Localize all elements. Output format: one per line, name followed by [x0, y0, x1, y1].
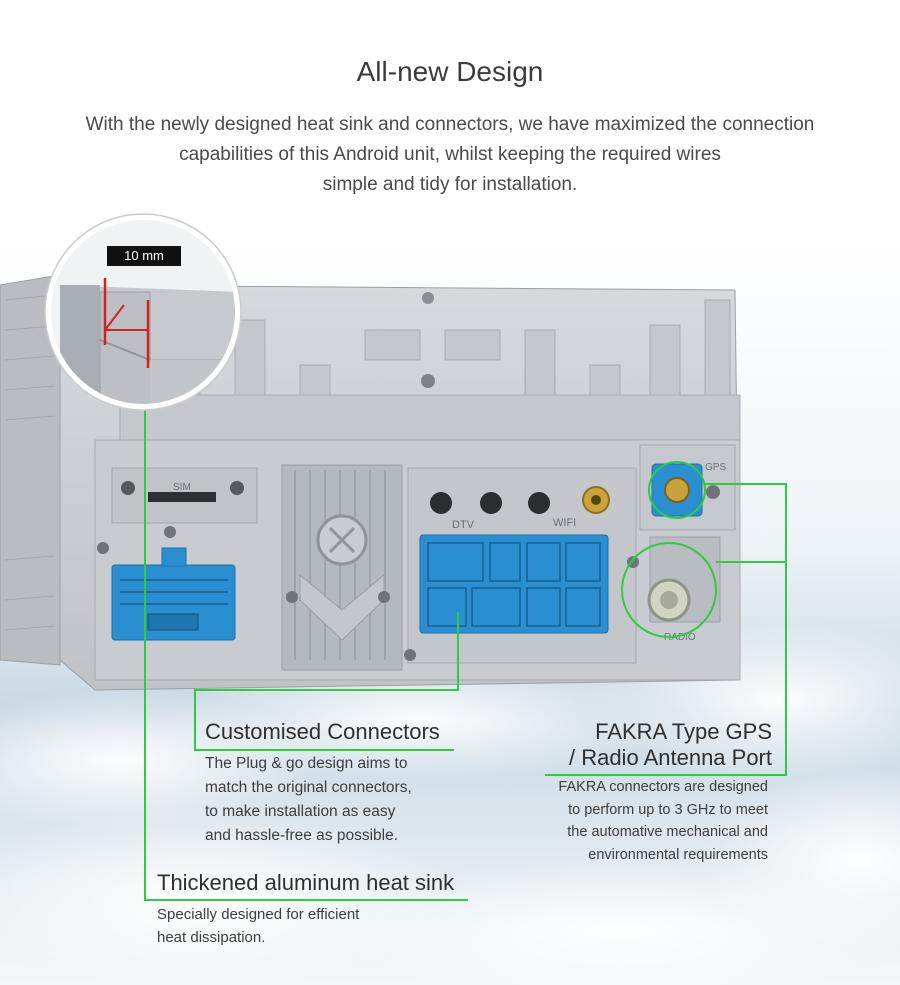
fakra-line: the automative mechanical and [567, 824, 768, 840]
connectors-line: The Plug & go design aims to [205, 755, 408, 772]
page-title: All-new Design [356, 56, 544, 87]
iso-connector-left [111, 547, 236, 641]
head-unit-back: SIM DTV WIFI [0, 274, 741, 691]
heatsink-line: heat dissipation. [157, 929, 266, 946]
connectors-line: and hassle-free as possible. [205, 827, 399, 844]
callout-lines [144, 405, 787, 901]
heat-sink-center [281, 464, 403, 671]
heatsink-line: Specially designed for efficient [157, 906, 360, 923]
intro-paragraph: With the newly designed heat sink and co… [60, 110, 840, 200]
connectors-line: match the original connectors, [205, 779, 412, 796]
sim-label: SIM [173, 482, 191, 493]
fakra-title: FAKRA Type GPS / Radio Antenna Port [520, 719, 772, 771]
intro-line: capabilities of this Android unit, whils… [179, 144, 721, 165]
fakra-title-line: / Radio Antenna Port [568, 745, 772, 770]
connectors-line: to make installation as easy [205, 803, 396, 820]
fakra-line: to perform up to 3 GHz to meet [568, 801, 768, 818]
connectors-title: Customised Connectors [205, 719, 440, 744]
fakra-description: FAKRA connectors are designed to perform… [510, 776, 768, 866]
intro-line: simple and tidy for installation. [322, 174, 578, 195]
magnifier-detail [44, 213, 242, 411]
radio-label: RADIO [664, 632, 696, 643]
fakra-title-line: FAKRA Type GPS [595, 719, 772, 744]
measure-badge: 10 mm [107, 246, 181, 266]
dtv-label: DTV [452, 519, 475, 531]
gps-label: GPS [705, 462, 726, 473]
fakra-line: FAKRA connectors are designed [558, 779, 768, 795]
iso-connector-right [419, 534, 609, 634]
connectors-description: The Plug & go design aims to match the o… [205, 752, 455, 848]
wifi-label: WIFI [553, 517, 576, 529]
intro-line: With the newly designed heat sink and co… [85, 114, 815, 135]
heatsink-description: Specially designed for efficient heat di… [157, 903, 417, 949]
fakra-line: environmental requirements [588, 846, 768, 863]
heatsink-title: Thickened aluminum heat sink [157, 870, 455, 895]
